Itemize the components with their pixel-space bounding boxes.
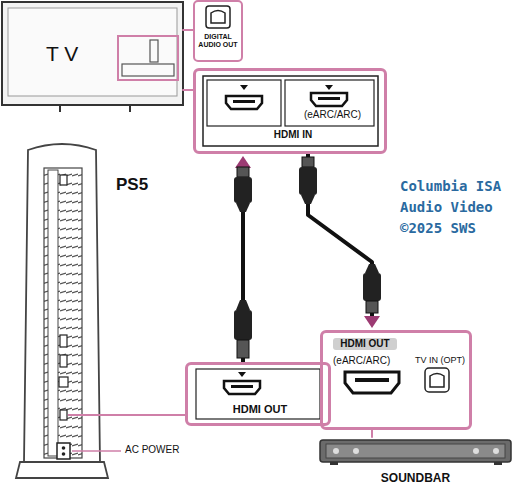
ps5-console: PS5: [10, 140, 155, 480]
soundbar-drawing: [320, 440, 511, 465]
hdmi-cable-line: [308, 154, 372, 316]
hdmi-in-panel: [194, 69, 386, 153]
node-text: T V: [46, 42, 106, 66]
arrow-head: [235, 156, 251, 168]
leader-line-line: [155, 414, 185, 416]
hdmi-cable: [308, 154, 380, 328]
ps5-hdmi-callout: [186, 363, 330, 425]
soundbar-callout: HDMI OUT (eARC/ARC) TV IN (OPT): [320, 330, 472, 430]
node-text: TV IN (OPT): [415, 355, 471, 365]
credit-text: Columbia ISA: [400, 178, 501, 195]
node-text: (eARC/ARC): [288, 109, 377, 121]
port-label: AC POWER: [125, 444, 179, 456]
node-text: HDMI OUT: [333, 338, 397, 350]
leader-line: [372, 430, 373, 437]
leader-line: [183, 90, 193, 91]
leader-line-line: [371, 430, 373, 437]
node-text: HDMI OUT: [200, 403, 320, 416]
tv-drawing: [2, 2, 183, 112]
ps5-hdmi-out-callout: HDMI OUT: [185, 362, 331, 426]
hdmi-cable: [235, 156, 251, 362]
node-text: (eARC/ARC): [333, 355, 407, 367]
soundbar: SOUNDBAR: [318, 437, 513, 493]
node-text: PS5: [116, 175, 154, 195]
node-text: SOUNDBAR: [318, 472, 513, 486]
credit-text: Audio Video: [400, 199, 493, 216]
arrow-head: [364, 316, 380, 328]
tv-box: T V: [2, 2, 183, 105]
credit-text: ©2025 SWS: [400, 220, 476, 237]
ps5-console: [16, 144, 155, 478]
soundbar-port-callout: [321, 331, 471, 429]
leader-line-line: [183, 89, 193, 91]
optical-port-callout: [194, 1, 242, 61]
node-text: HDMI IN: [206, 129, 380, 141]
leader-line: [155, 415, 185, 416]
leader-line-line: [183, 29, 193, 31]
node-text: DIGITAL AUDIO OUT: [196, 33, 240, 49]
hdmi-in-callout: (eARC/ARC) HDMI IN: [193, 68, 387, 154]
optical-out-callout: DIGITAL AUDIO OUT: [193, 0, 243, 62]
leader-line: [183, 30, 193, 31]
